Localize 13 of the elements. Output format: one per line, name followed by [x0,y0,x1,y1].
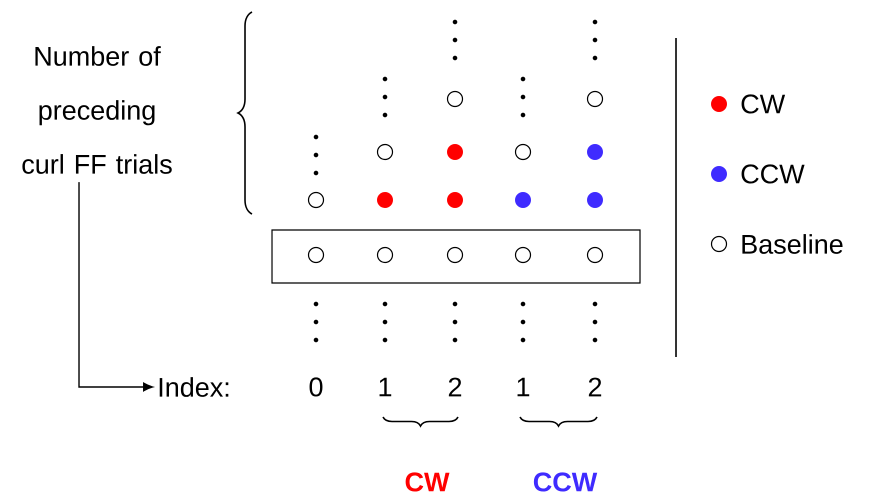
index-number: 1 [380,378,392,396]
group-label: CW [406,472,450,492]
arrow [78,182,154,392]
index-number: 2 [588,378,602,396]
index-number: 0 [310,377,322,397]
legend-label: CW [742,94,786,114]
group-label: CCW [534,472,598,492]
node-text: Index: [160,377,228,397]
node-text: Number of preceding curl FF trials [22,46,172,174]
legend-label: Baseline [742,234,843,254]
index-number: 1 [518,378,530,396]
legend-label: CCW [742,164,805,184]
index-number: 2 [448,378,462,396]
